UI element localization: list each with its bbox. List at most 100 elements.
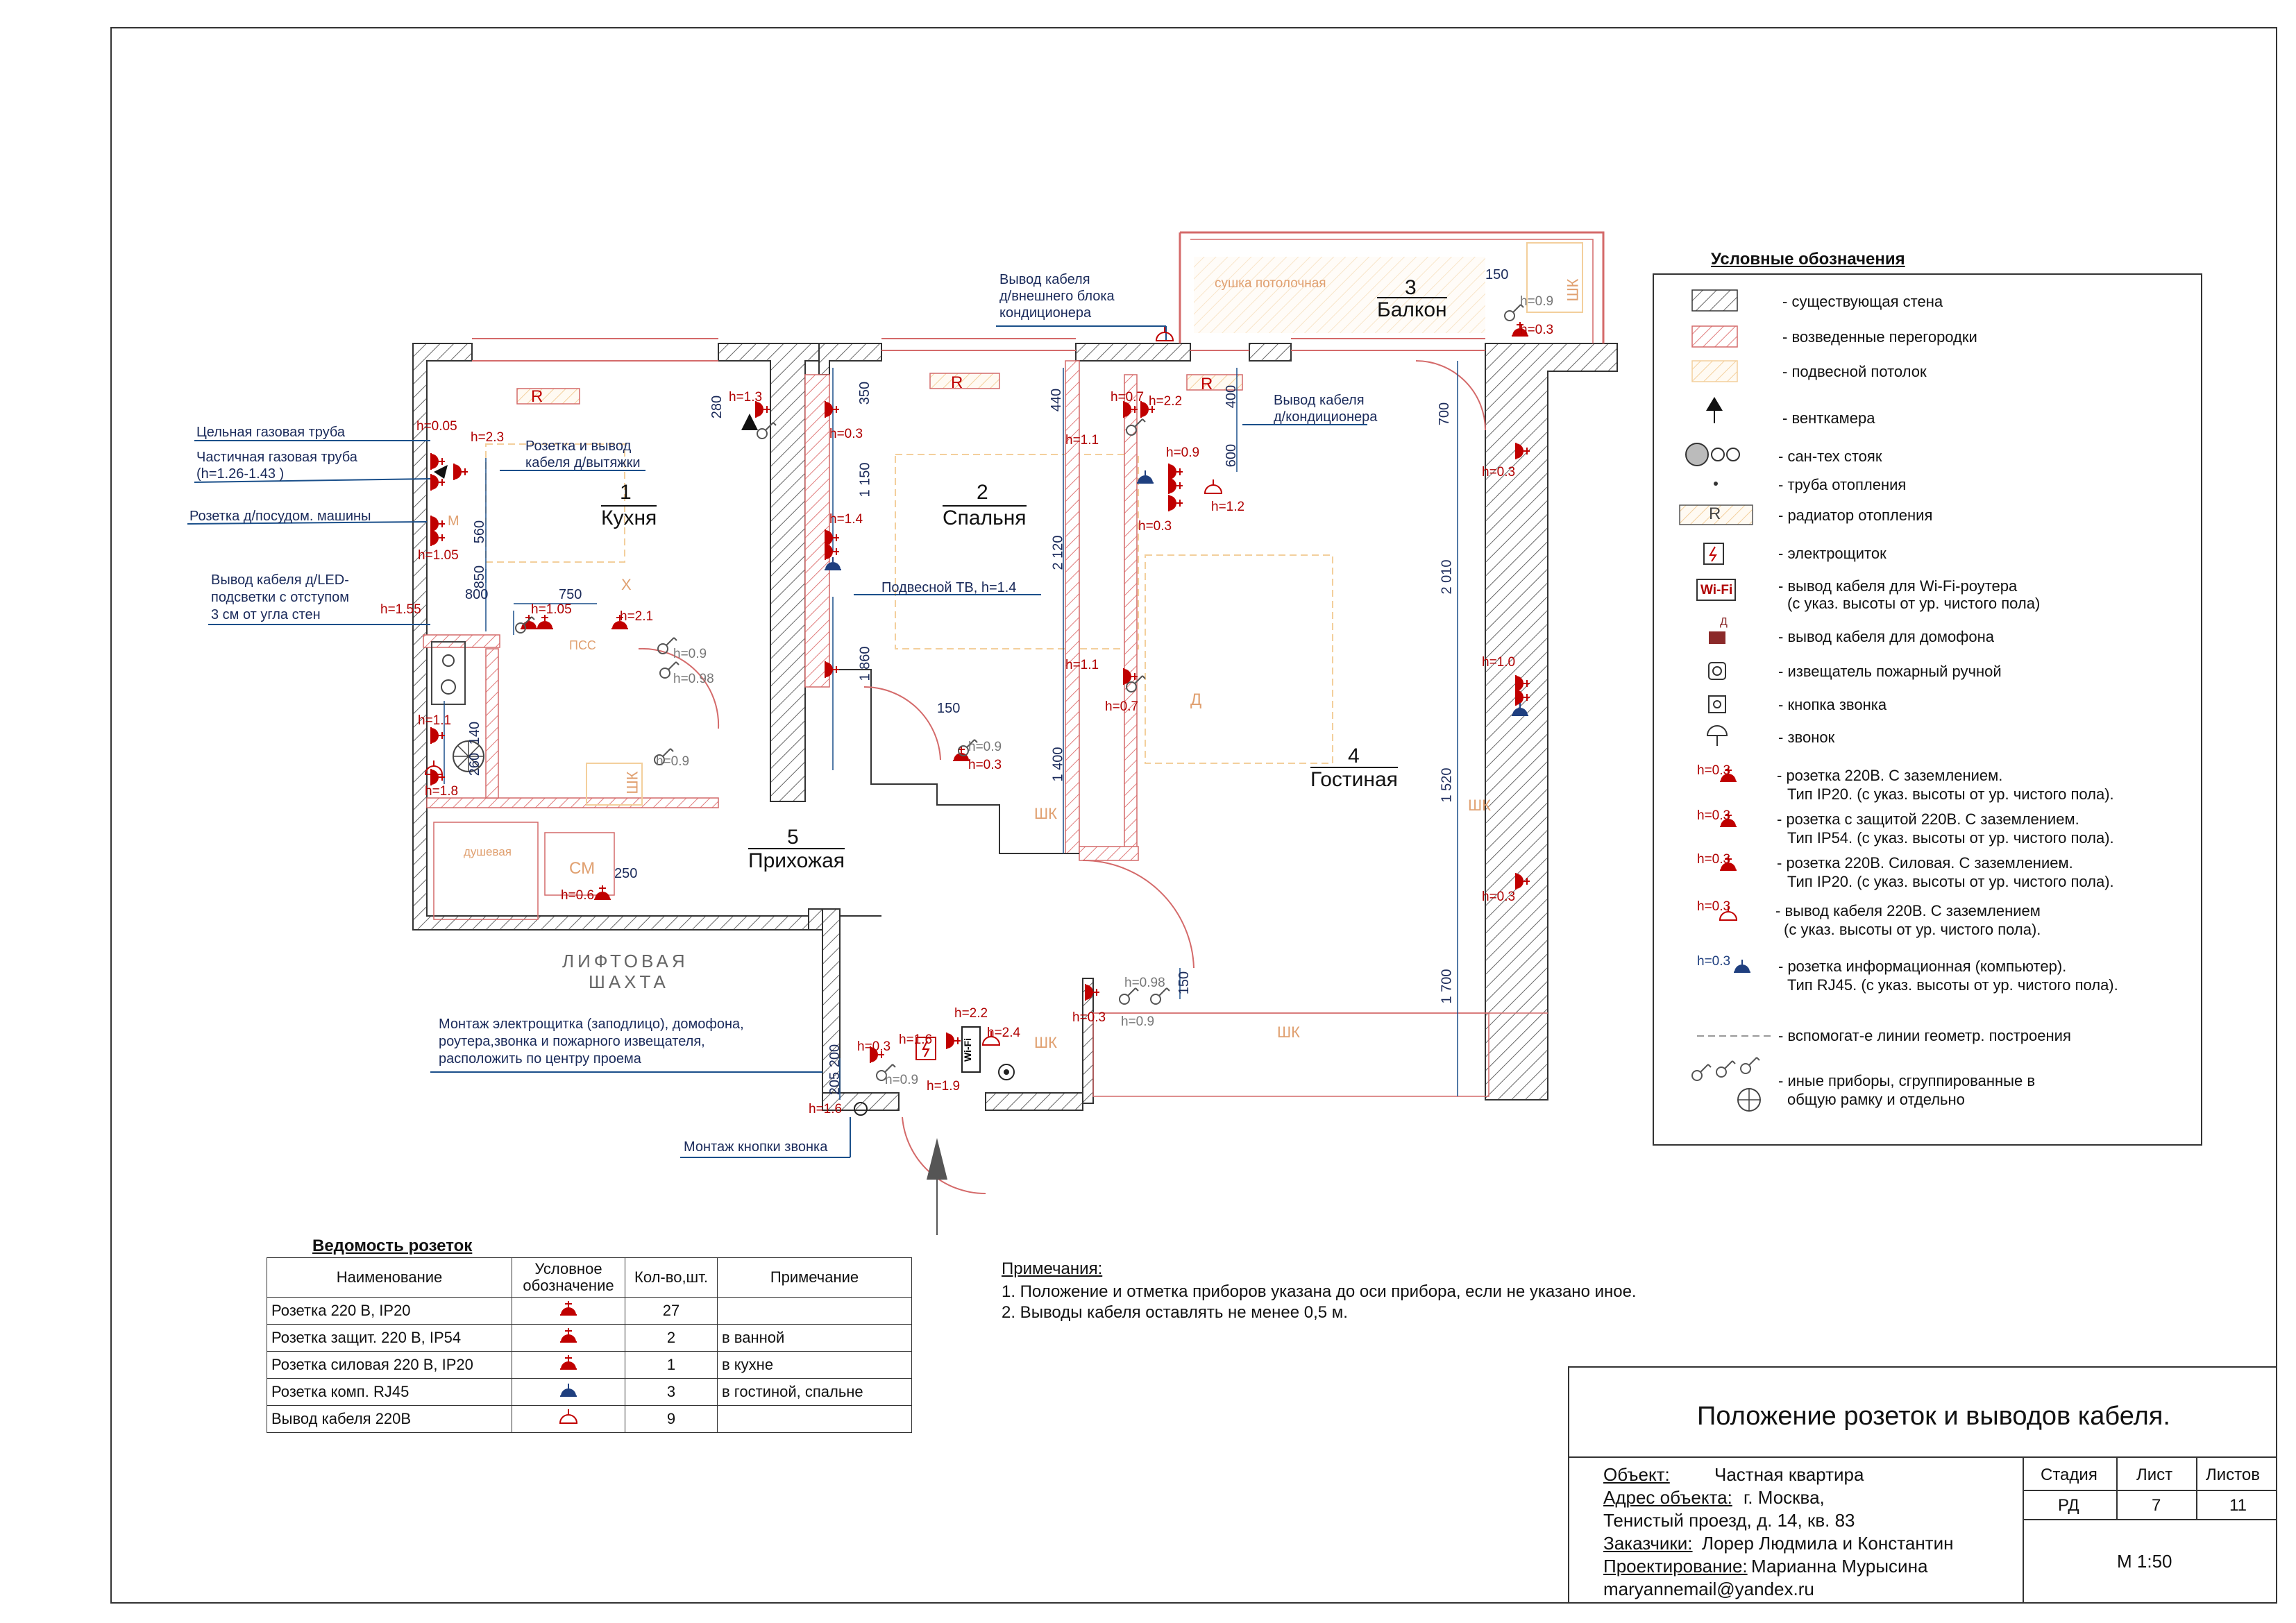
object-label: Объект: — [1603, 1464, 1670, 1485]
wardrobe-label-5: ШК — [623, 771, 641, 794]
address-line2: Тенистый проезд, д. 14, кв. 83 — [1603, 1510, 1855, 1531]
note-1: 1. Положение и отметка приборов указана … — [1002, 1282, 1637, 1301]
callout-led-1: Вывод кабеля д/LED- — [211, 572, 349, 588]
dim: 150 — [1176, 971, 1192, 995]
h-mark: h=0.9 — [1121, 1014, 1155, 1029]
d-label: Д — [1190, 690, 1202, 709]
h-mark: h=0.98 — [1124, 976, 1165, 990]
table-row: Вывод кабеля 220В 9 — [267, 1405, 912, 1433]
schedule-header-name: Наименование — [267, 1257, 512, 1298]
dim: 2 010 — [1439, 559, 1455, 595]
legend-symbols — [1679, 289, 1773, 1112]
legend-item: - звонок — [1778, 729, 1835, 746]
legend-radiator-symbol: R — [1709, 504, 1721, 523]
h-mark: h=0.3 — [1138, 519, 1172, 534]
h-mark: h=2.3 — [471, 430, 505, 445]
legend-item-2: Тип RJ45. (с указ. высоты от ур. чистого… — [1787, 976, 2118, 994]
wall-top-right-pillar — [1249, 343, 1292, 362]
legend-vent-icon — [1706, 397, 1723, 411]
h-mark: h=2.2 — [1149, 394, 1183, 409]
room-kitchen-num: 1 — [620, 481, 632, 504]
dim: 560 — [472, 520, 488, 544]
dim: 440 — [1049, 388, 1065, 412]
legend-item: - розетка информационная (компьютер). — [1778, 958, 2067, 975]
legend-riser-icon — [1685, 443, 1709, 466]
legend-intercom-icon — [1709, 631, 1725, 644]
lift-shaft-label-1: ЛИФТОВАЯ — [562, 951, 689, 971]
ceiling-living — [1145, 554, 1333, 764]
wardrobe-label-2: ШК — [1468, 797, 1491, 814]
callout-hood-1: Розетка и вывод — [525, 439, 632, 454]
note-2: 2. Выводы кабеля оставлять не менее 0,5 … — [1002, 1303, 1348, 1322]
partition-living-left — [1124, 374, 1138, 854]
callout-ac-ext-2: д/внешнего блока — [999, 289, 1115, 304]
wall-hall-corner — [808, 908, 823, 931]
schedule-header-symbol-1: Условное — [534, 1260, 602, 1277]
legend-item: - извещатель пожарный ручной — [1778, 663, 2002, 680]
partition-bath-left — [485, 648, 499, 799]
callout-led-3: 3 см от угла стен — [211, 607, 321, 622]
callout-dishwasher: Розетка д/посудом. машины — [189, 509, 371, 524]
h-mark: h=0.3 — [968, 758, 1002, 772]
dim: 850 — [472, 565, 488, 589]
h-mark: h=1.1 — [1065, 658, 1099, 672]
wall-living-bottom-left — [1082, 978, 1094, 1104]
h-mark: h=1.8 — [425, 784, 459, 799]
h-mark: h=0.3 — [1482, 465, 1516, 479]
legend-bell-button-icon — [1708, 695, 1726, 713]
room-kitchen-name: Кухня — [601, 505, 657, 529]
sheet-value: 7 — [2152, 1496, 2161, 1515]
schedule-cell-note: в ванной — [717, 1324, 912, 1352]
legend-item: - радиатор отопления — [1778, 507, 1933, 524]
schedule-header-note: Примечание — [717, 1257, 912, 1298]
dim: 150 — [937, 701, 961, 716]
h-mark: h=0.05 — [416, 419, 457, 434]
dim: 2 120 — [1050, 535, 1066, 570]
legend-h: h=0.3 — [1697, 808, 1731, 823]
legend-fire-detector-icon — [1708, 662, 1726, 680]
lift-shaft-label-2: ШАХТА — [589, 971, 669, 992]
legend-box — [1653, 273, 2202, 1146]
wardrobe-label-1: ШК — [1034, 805, 1057, 822]
legend-panel-icon — [1703, 543, 1724, 565]
schedule-cell-qty: 27 — [625, 1297, 718, 1325]
h-mark: h=1.05 — [418, 548, 459, 563]
h-mark: h=0.7 — [1105, 699, 1139, 714]
wardrobe-label-4: ШК — [1034, 1034, 1057, 1051]
schedule-cell-qty: 9 — [625, 1405, 718, 1433]
h-mark: h=1.9 — [927, 1079, 961, 1094]
h-mark: h=0.3 — [1520, 323, 1554, 337]
legend-item: - вывод кабеля 220В. С заземлением — [1775, 902, 2041, 919]
dim: 1 150 — [857, 462, 873, 498]
legend-h: h=0.3 — [1697, 899, 1731, 914]
dim: 800 — [465, 587, 489, 602]
callout-panel-2: роутера,звонка и пожарного извещателя, — [439, 1034, 705, 1049]
partition-bath-top — [426, 797, 719, 808]
legend-bell-icon — [1706, 725, 1728, 736]
callout-panel-1: Монтаж электрощитка (заподлицо), домофон… — [439, 1017, 744, 1032]
dryer-label: сушка потолочная — [1215, 276, 1326, 291]
h-mark: h=0.6 — [561, 888, 595, 903]
room-bedroom-num: 2 — [977, 481, 988, 504]
radiator-label-2: R — [951, 373, 963, 392]
dim: 260 — [467, 752, 483, 776]
h-mark: h=2.1 — [620, 609, 654, 624]
washer-label: СМ — [569, 859, 596, 878]
drawing-title: Положение розеток и выводов кабеля. — [1697, 1402, 2170, 1431]
h-mark: h=0.9 — [1166, 445, 1200, 460]
sheets-value: 11 — [2229, 1496, 2247, 1515]
dim: 200 — [827, 1044, 843, 1068]
dim: 1 520 — [1439, 767, 1455, 803]
legend-item-2: общую рамку и отдельно — [1787, 1091, 1965, 1108]
schedule-header-symbol-2: обозначение — [523, 1277, 614, 1294]
h-mark: h=0.9 — [968, 740, 1002, 754]
stage-label: Стадия — [2041, 1465, 2097, 1484]
legend-title: Условные обозначения — [1711, 250, 1905, 269]
legend-item: - вспомогат-е линии геометр. построения — [1778, 1027, 2071, 1044]
h-mark: h=1.0 — [1482, 655, 1516, 670]
h-mark: h=0.9 — [885, 1073, 919, 1087]
wifi-box — [961, 1026, 981, 1073]
living-wardrobe — [1092, 1012, 1489, 1097]
h-mark: h=1.1 — [418, 713, 452, 728]
h-mark: h=2.4 — [987, 1026, 1021, 1040]
